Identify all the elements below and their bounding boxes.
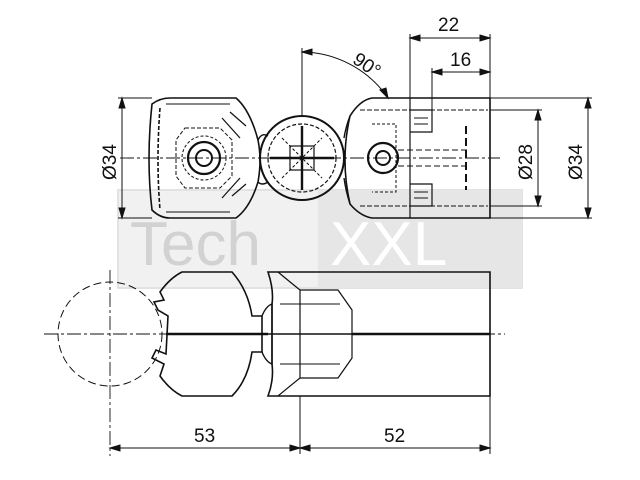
side-view	[44, 270, 505, 456]
top-view	[120, 97, 500, 219]
angle-label: 90°	[349, 49, 385, 82]
diameter-34-left-label: Ø34	[100, 144, 121, 180]
diameter-28-label: Ø28	[516, 144, 537, 180]
length-52-label: 52	[384, 426, 405, 447]
watermark-xxl: XXL	[330, 210, 447, 279]
diameter-34-right-label: Ø34	[566, 144, 587, 180]
length-53-label: 53	[194, 426, 215, 447]
dimension-16-label: 16	[450, 50, 471, 71]
bottom-dimension-lines	[108, 396, 492, 454]
top-dimension-lines	[118, 34, 592, 220]
dimension-22-label: 22	[438, 15, 459, 36]
watermark-tech: Tech	[130, 210, 261, 279]
